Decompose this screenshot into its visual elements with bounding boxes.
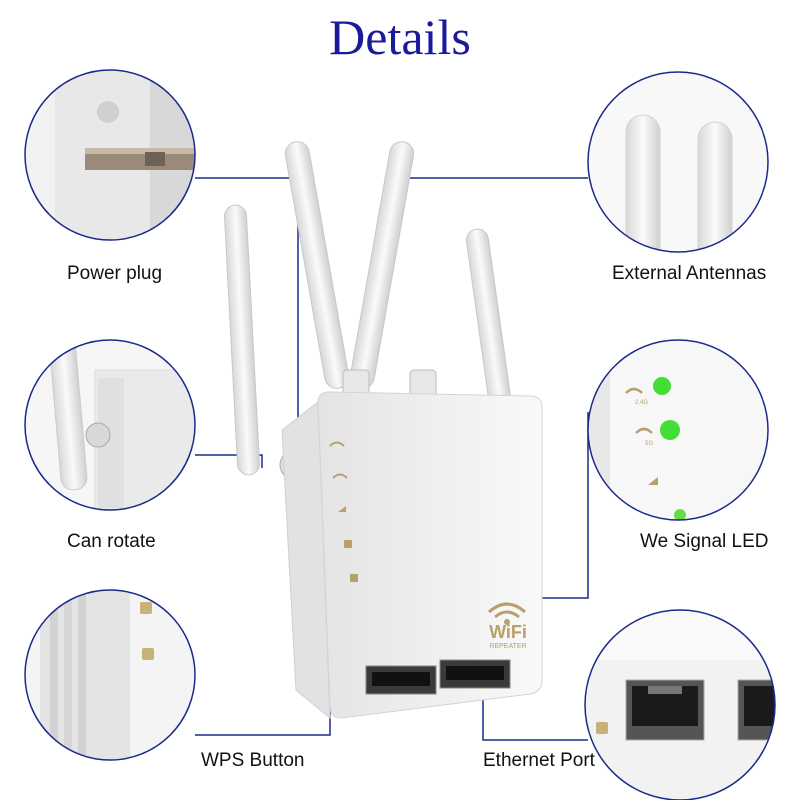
label-can-rotate: Can rotate xyxy=(67,531,156,552)
led-label-24g: 2.4G xyxy=(635,400,648,406)
detail-can-rotate xyxy=(25,340,195,510)
led-24g-icon xyxy=(653,377,671,395)
detail-wps-button xyxy=(25,590,195,760)
detail-power-plug xyxy=(25,70,195,240)
label-external-antennas: External Antennas xyxy=(612,263,767,284)
connector-led xyxy=(540,412,589,599)
label-power-plug: Power plug xyxy=(67,263,163,284)
device-brand-sub: REPEATER xyxy=(489,643,526,650)
led-label-5g: 5G xyxy=(645,441,653,447)
device-led-icons xyxy=(329,441,358,582)
connector-can-rotate xyxy=(195,454,263,468)
label-ethernet-port: Ethernet Port xyxy=(483,750,595,771)
connector-lines xyxy=(195,177,589,741)
label-wps-button: WPS Button xyxy=(201,750,305,771)
wifi-logo-icon xyxy=(488,602,526,625)
led-5g-icon xyxy=(660,420,680,440)
label-signal-led: We Signal LED xyxy=(640,531,769,552)
detail-external-antennas xyxy=(588,72,768,252)
antenna-far-left xyxy=(224,204,260,476)
detail-ethernet-port xyxy=(585,610,775,800)
antenna-mid-right xyxy=(349,141,415,389)
antenna-mid-left xyxy=(284,141,350,389)
repeater-device: WiFi REPEATER xyxy=(224,141,543,720)
page-title: Details xyxy=(329,9,471,65)
device-brand: WiFi xyxy=(489,622,527,642)
device-ethernet-ports xyxy=(365,659,511,695)
detail-signal-led: 2.4G 5G xyxy=(588,340,768,520)
connector-ethernet xyxy=(482,700,588,741)
